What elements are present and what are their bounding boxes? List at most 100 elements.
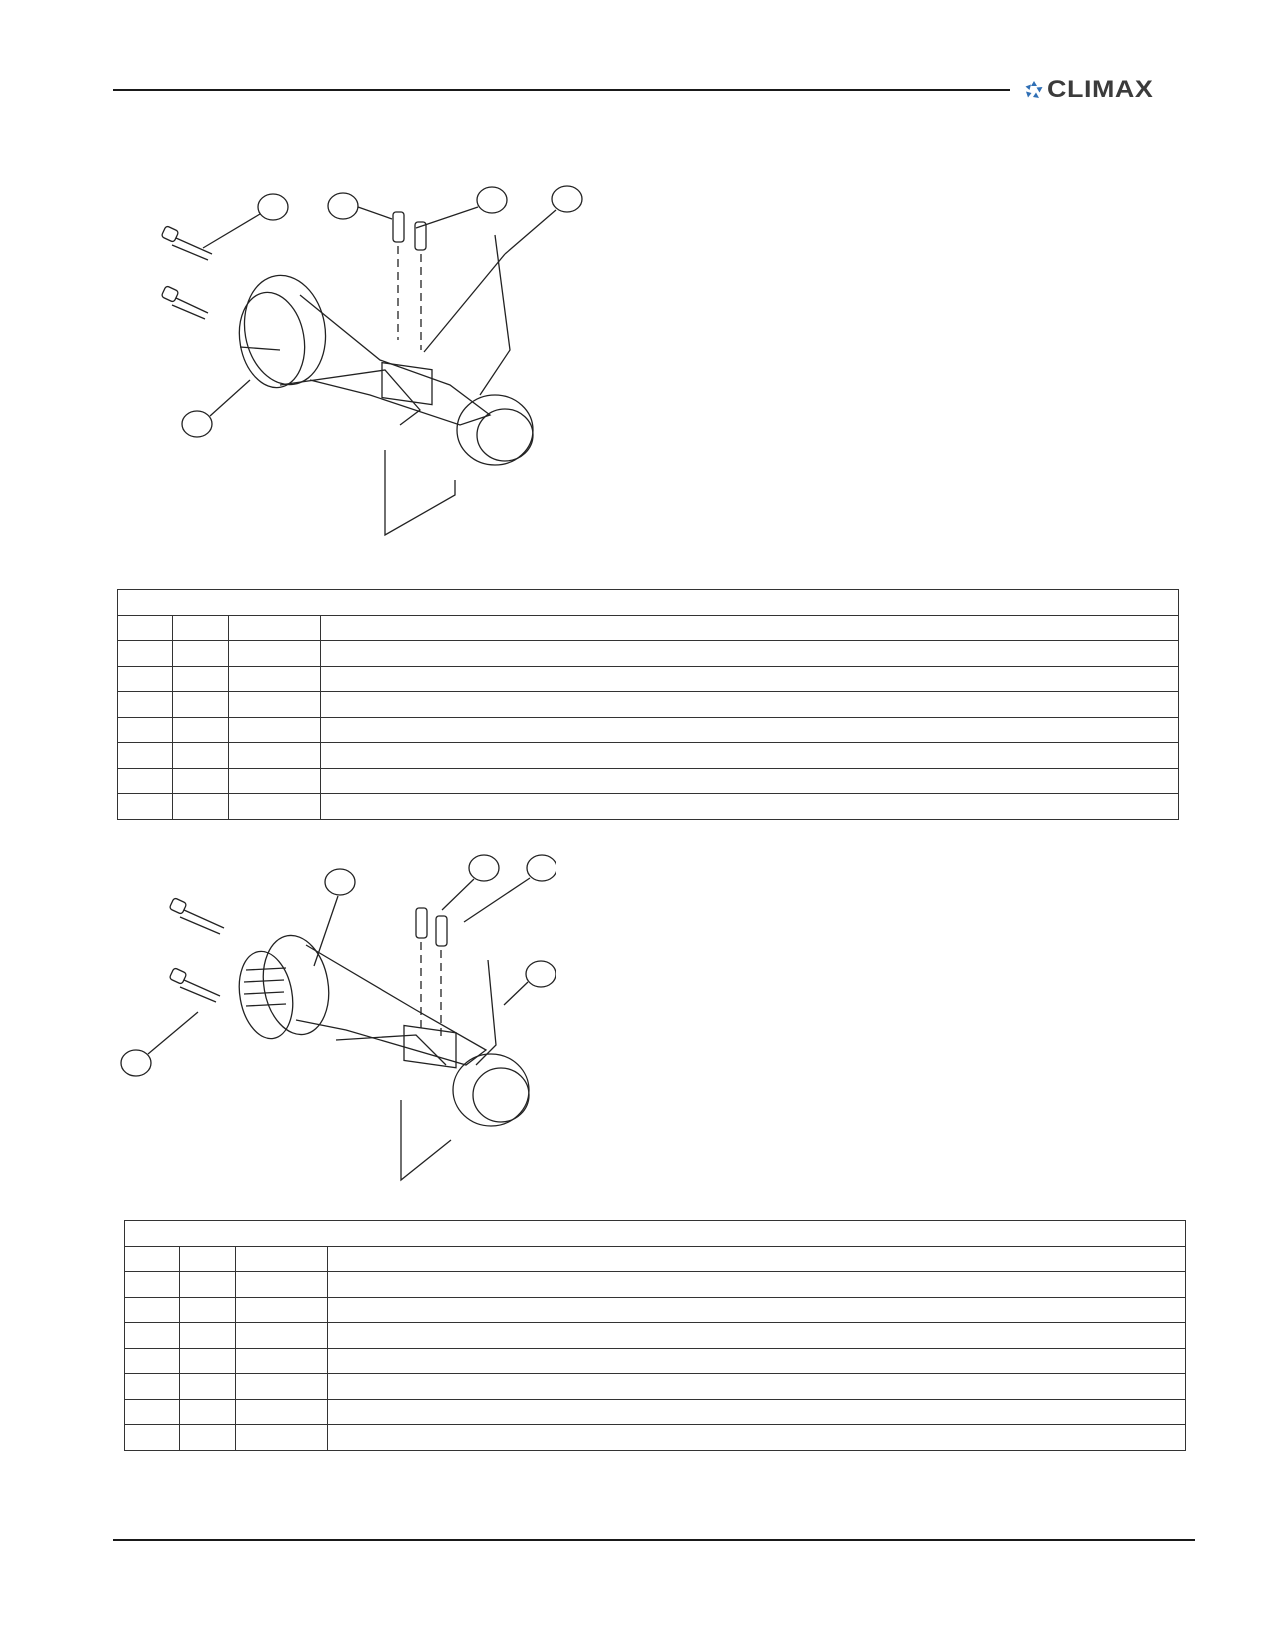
table-cell: [124, 1322, 180, 1349]
table-row: [117, 793, 1179, 820]
table-cell: [117, 691, 173, 718]
column-header: [320, 614, 1179, 641]
table-cell: [228, 716, 321, 743]
table-cell: [327, 1398, 1186, 1425]
table-title: [124, 1220, 1186, 1247]
column-header: [327, 1245, 1186, 1272]
parts-table-2: [124, 1220, 1186, 1451]
set-screws: [392, 211, 427, 350]
table-cell: [172, 640, 229, 667]
table-cell: [124, 1424, 180, 1451]
column-header: [235, 1245, 328, 1272]
table-cell: [235, 1296, 328, 1323]
table-row: [117, 767, 1179, 794]
table-cell: [179, 1271, 236, 1298]
table-row: [124, 1424, 1186, 1451]
table-cell: [172, 742, 229, 769]
climax-logo: CLIMAX: [1024, 76, 1153, 103]
table-header-row: [117, 614, 1179, 641]
arm-body: [279, 234, 534, 537]
callout-bubbles: [120, 854, 556, 1077]
table-cell: [235, 1424, 328, 1451]
table-title: [117, 589, 1179, 616]
climax-logo-icon: [1025, 81, 1043, 98]
table-cell: [117, 793, 173, 820]
table-cell: [228, 691, 321, 718]
table-cell: [320, 767, 1179, 794]
table-cell: [172, 793, 229, 820]
table-cell: [235, 1347, 328, 1374]
exploded-assembly-drawing-2: [120, 854, 556, 1182]
leader-lines: [202, 206, 557, 417]
table-cell: [172, 767, 229, 794]
table-cell: [179, 1373, 236, 1400]
cap-screws: [161, 225, 213, 320]
table-row: [124, 1347, 1186, 1374]
table-cell: [228, 742, 321, 769]
table-row: [117, 665, 1179, 692]
set-screws: [415, 907, 448, 1040]
table-cell: [235, 1373, 328, 1400]
table-row: [117, 640, 1179, 667]
table-header-row: [124, 1245, 1186, 1272]
exploded-assembly-drawing-1: [161, 185, 583, 537]
column-header: [124, 1245, 180, 1272]
table-cell: [179, 1424, 236, 1451]
column-header: [228, 614, 321, 641]
table-cell: [228, 793, 321, 820]
callout-bubbles: [181, 185, 583, 438]
table-cell: [172, 716, 229, 743]
table-row: [124, 1296, 1186, 1323]
column-header: [117, 614, 173, 641]
table-cell: [124, 1271, 180, 1298]
table-cell: [327, 1347, 1186, 1374]
table-title-row: [117, 589, 1179, 616]
column-header: [179, 1245, 236, 1272]
table-cell: [124, 1373, 180, 1400]
footer-rule: [113, 1539, 1195, 1541]
table-cell: [327, 1424, 1186, 1451]
table-cell: [327, 1296, 1186, 1323]
table-cell: [320, 793, 1179, 820]
table-cell: [228, 640, 321, 667]
table-cell: [228, 665, 321, 692]
threaded-collar: [238, 934, 330, 1040]
table-cell: [320, 716, 1179, 743]
table-row: [124, 1373, 1186, 1400]
table-row: [117, 691, 1179, 718]
table-cell: [320, 665, 1179, 692]
table-cell: [327, 1373, 1186, 1400]
table-cell: [124, 1398, 180, 1425]
table-cell: [124, 1296, 180, 1323]
table-cell: [228, 767, 321, 794]
table-row: [117, 742, 1179, 769]
table-cell: [117, 716, 173, 743]
table-row: [124, 1322, 1186, 1349]
table-title-row: [124, 1220, 1186, 1247]
column-header: [172, 614, 229, 641]
table-cell: [172, 691, 229, 718]
table-cell: [179, 1398, 236, 1425]
table-cell: [235, 1271, 328, 1298]
table-cell: [179, 1322, 236, 1349]
table-cell: [235, 1322, 328, 1349]
table-cell: [124, 1347, 180, 1374]
table-cell: [117, 640, 173, 667]
table-cell: [117, 742, 173, 769]
table-cell: [327, 1322, 1186, 1349]
table-cell: [117, 665, 173, 692]
table-cell: [320, 691, 1179, 718]
table-row: [124, 1271, 1186, 1298]
table-cell: [320, 640, 1179, 667]
table-cell: [117, 767, 173, 794]
table-cell: [179, 1296, 236, 1323]
parts-table-1: [117, 589, 1179, 820]
leader-lines: [147, 877, 531, 1055]
table-cell: [179, 1347, 236, 1374]
table-cell: [327, 1271, 1186, 1298]
arm-body: [295, 944, 530, 1182]
table-row: [124, 1398, 1186, 1425]
table-cell: [235, 1398, 328, 1425]
split-collar: [238, 274, 327, 389]
header-rule: [113, 89, 1010, 91]
